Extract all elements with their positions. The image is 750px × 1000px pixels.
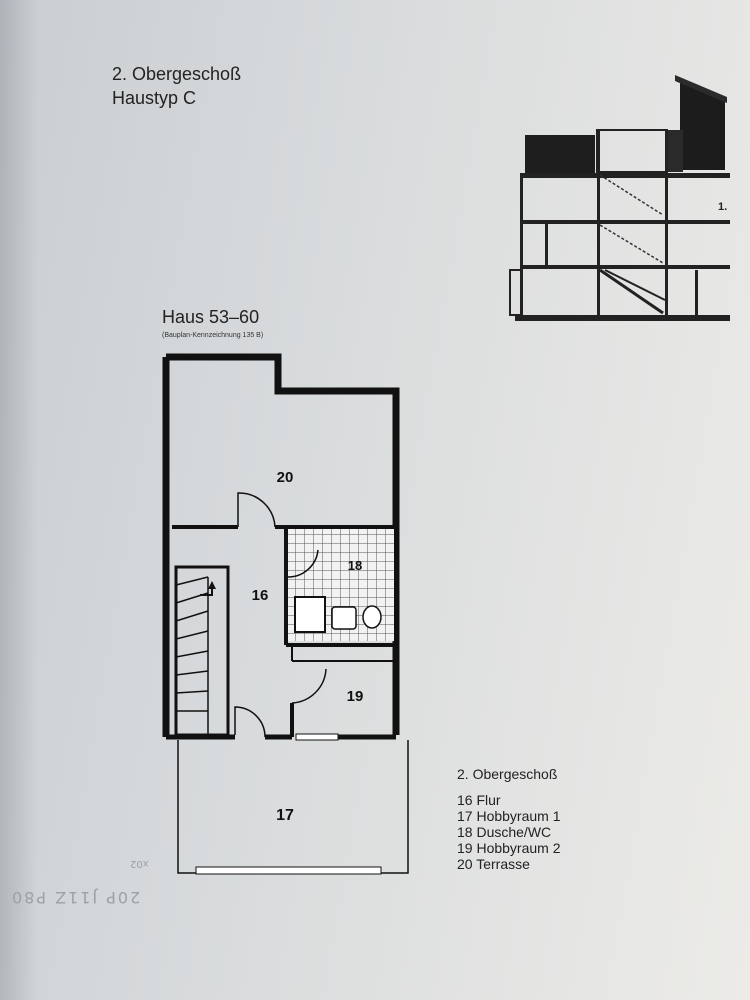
shower-icon — [294, 596, 326, 633]
room-label-16: 16 — [252, 587, 269, 604]
section-stair-run-2 — [599, 224, 664, 264]
stair-arrowhead-icon — [208, 581, 216, 589]
section-wall-inner — [545, 220, 548, 268]
room-label-19: 19 — [347, 688, 364, 705]
section-svg: 1. — [509, 75, 730, 321]
section-wall-stair-right — [665, 130, 668, 320]
building-section-drawing: 1. — [505, 75, 730, 330]
house-type-title: Haustyp C — [112, 88, 197, 108]
staircase — [174, 565, 230, 737]
plan-outer-wall-top — [166, 353, 400, 735]
pencil-annotation-small: x02 — [130, 858, 149, 869]
legend-item: 17 Hobbyraum 1 — [457, 808, 561, 824]
section-slab-3 — [520, 265, 730, 269]
legend-heading: 2. Obergeschoß — [457, 766, 558, 782]
section-wall-left — [520, 173, 523, 321]
legend-item: 19 Hobbyraum 2 — [457, 840, 561, 856]
section-stair-run-3 — [599, 268, 664, 315]
room-label-17: 17 — [276, 807, 294, 824]
section-ground-slab — [515, 315, 730, 321]
plan-door-bath — [287, 549, 319, 578]
section-ground-left — [509, 269, 523, 316]
section-stair-rail-3 — [604, 269, 666, 301]
house-subtitle: (Bauplan-Kennzeichnung 135 B) — [162, 332, 264, 339]
toilet-icon — [362, 605, 382, 629]
pencil-annotation: 20P J11Z P80 — [10, 888, 141, 907]
section-wall-stair-left — [597, 130, 600, 320]
plan-door-terrace — [237, 492, 276, 528]
section-wall-right — [695, 270, 698, 318]
section-slab-2 — [520, 220, 730, 224]
plan-door-17 — [234, 706, 266, 738]
section-level-mark: 1. — [718, 201, 727, 213]
house-label: Haus 53–60 — [162, 307, 260, 327]
section-roof-edge — [675, 75, 727, 103]
stair-treads — [175, 576, 209, 735]
legend-item: 20 Terrasse — [457, 856, 530, 872]
floor-plan-svg: 20 18 19 16 — [162, 353, 409, 875]
title-block: 2. Obergeschoß Haustyp C — [112, 62, 241, 110]
plan-door-19 — [291, 668, 327, 704]
section-slab-1 — [520, 173, 730, 178]
room-label-18: 18 — [348, 558, 362, 573]
legend-item: 16 Flur — [457, 792, 501, 808]
legend-item: 18 Dusche/WC — [457, 824, 552, 840]
sink-icon — [331, 606, 357, 630]
room-label-20: 20 — [277, 469, 294, 486]
paper-shadow — [0, 0, 38, 1000]
plan-window-17-bottom — [195, 866, 382, 875]
section-railing-left — [525, 135, 595, 173]
section-railing-mid — [665, 130, 683, 172]
section-stair-run-1 — [599, 174, 664, 216]
legend: 2. Obergeschoß 16 Flur 17 Hobbyraum 1 18… — [457, 766, 561, 872]
plan-window-17 — [295, 733, 339, 741]
floor-plan: 20 18 19 16 — [160, 345, 420, 885]
section-roof-block — [680, 80, 725, 170]
section-stair-top — [596, 129, 668, 173]
floor-title: 2. Obergeschoß — [112, 64, 242, 84]
